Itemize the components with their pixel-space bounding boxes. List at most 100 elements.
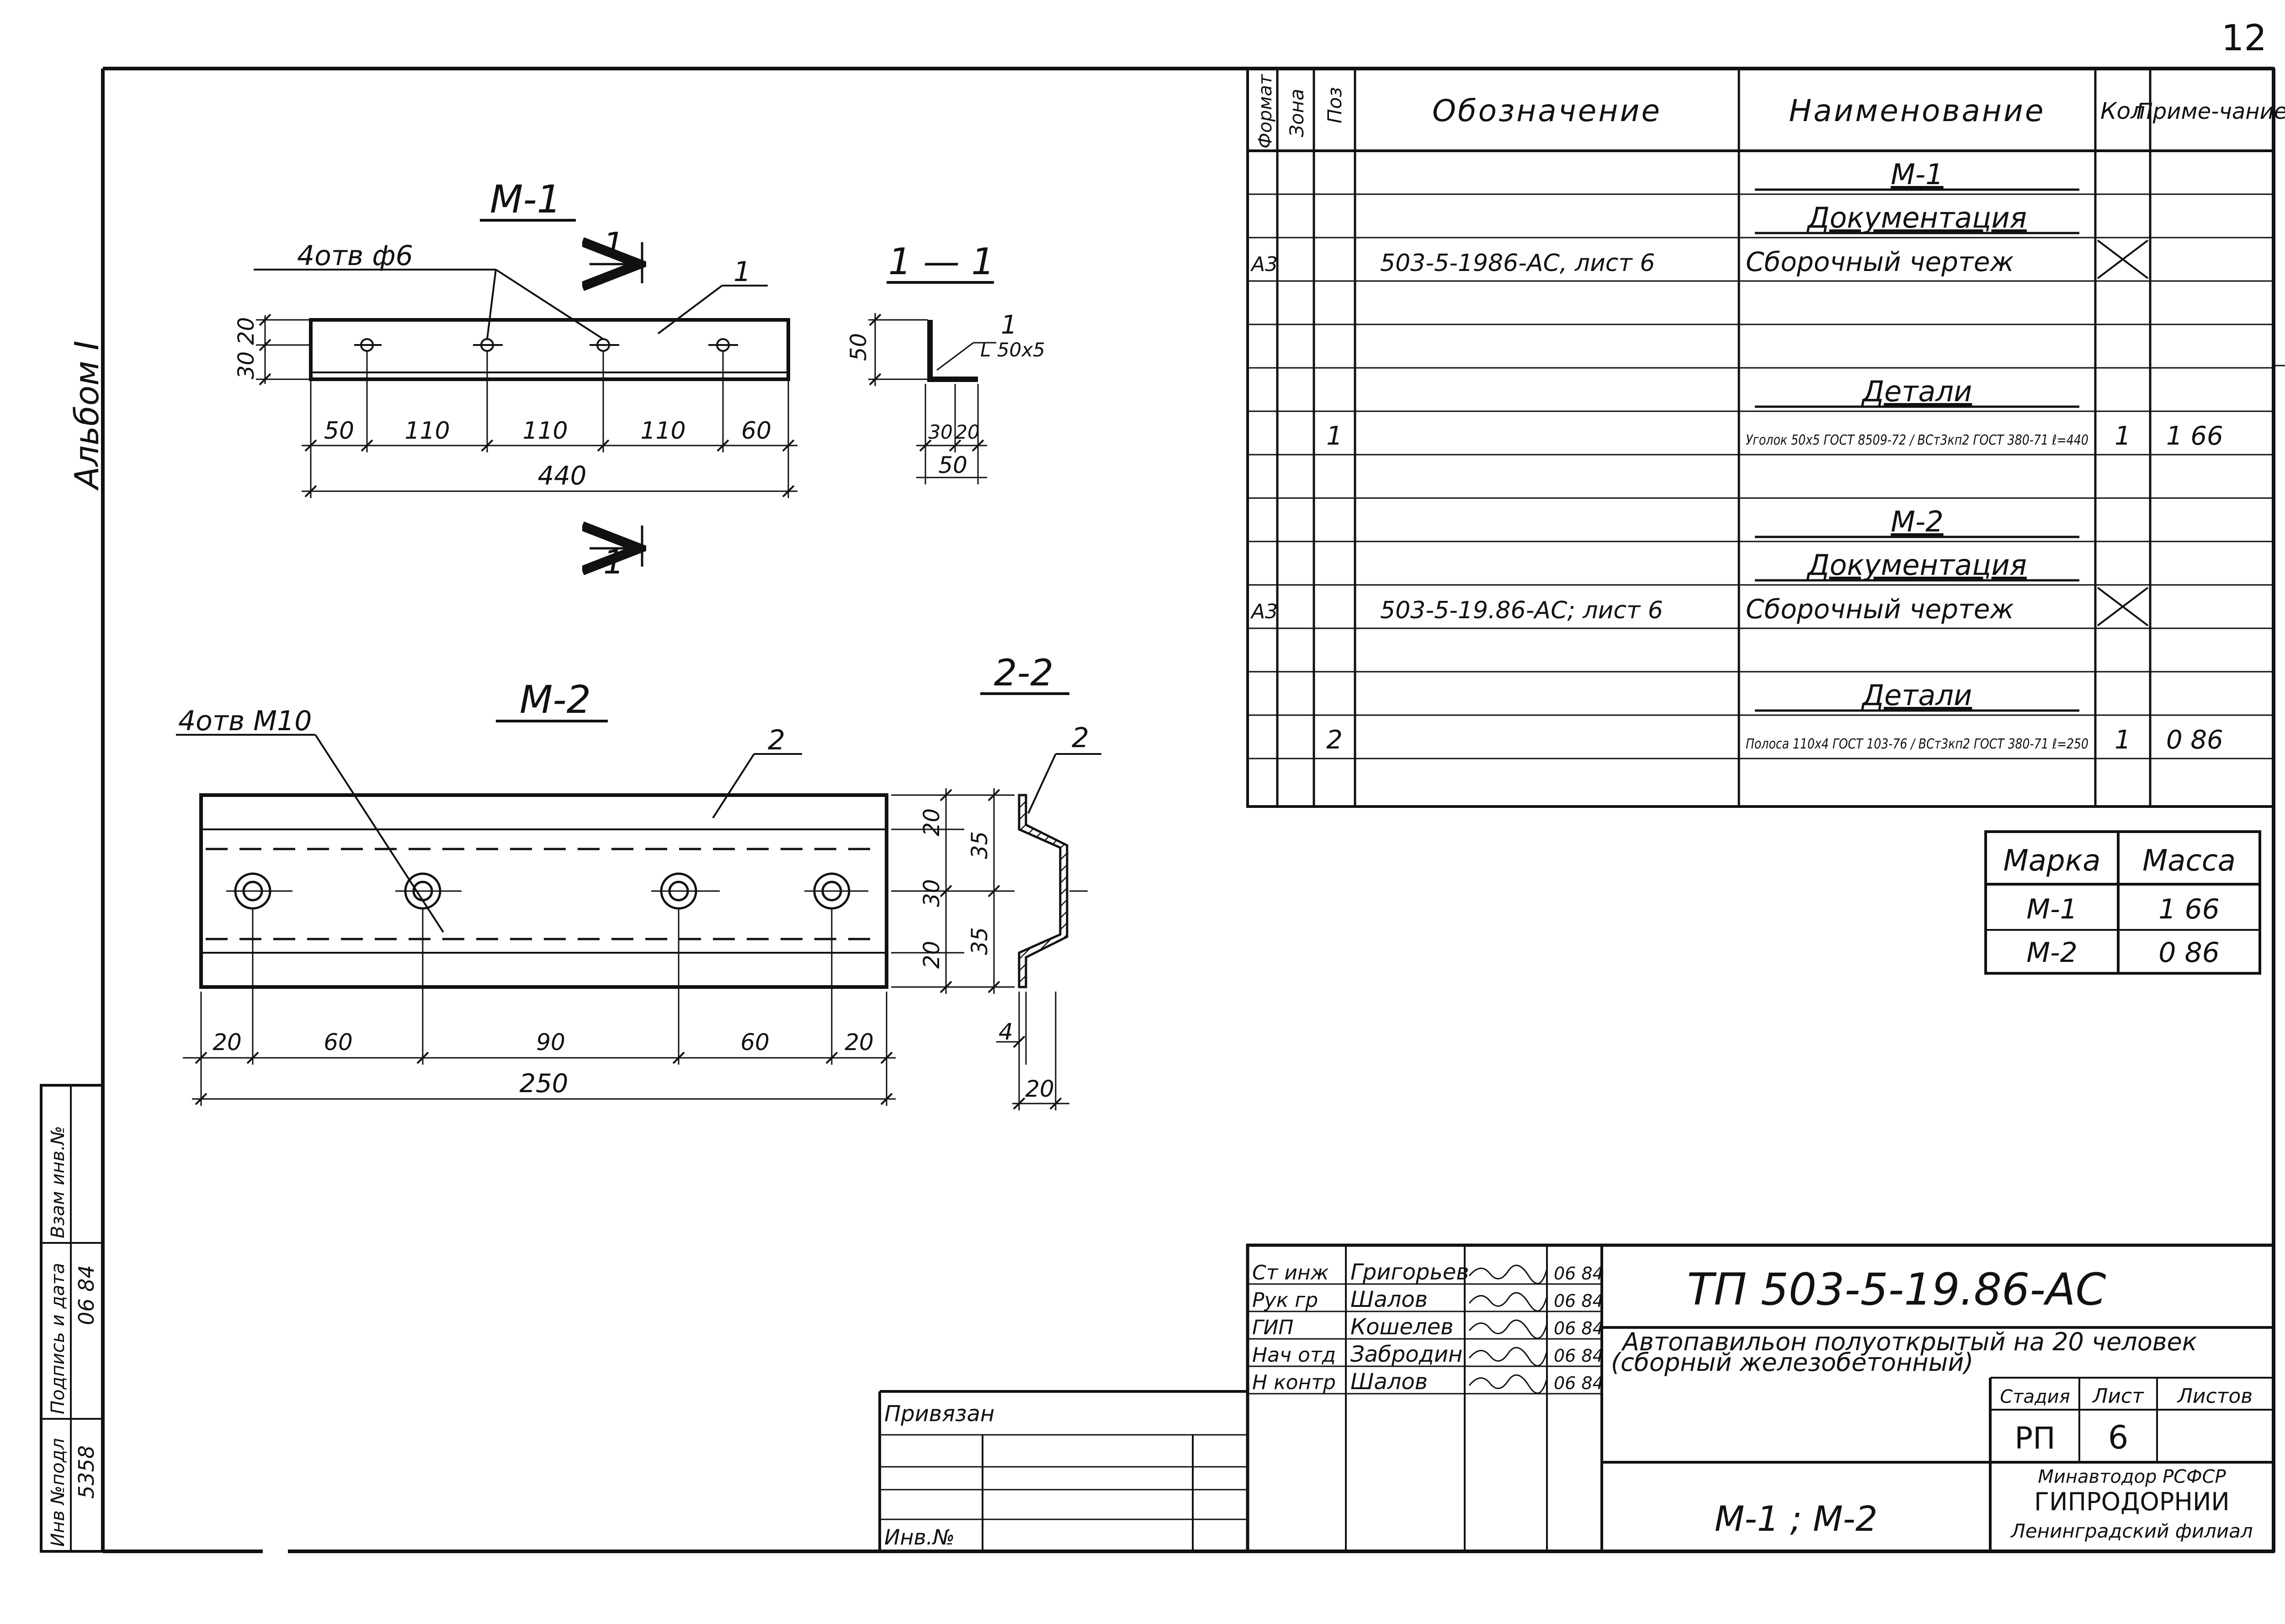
- section1-dim-20: 20: [955, 421, 979, 443]
- mass-table: Марка Масса М-1 1 66 М-2 0 86: [1984, 830, 2261, 975]
- spec-row-qty-cross: [2097, 587, 2149, 626]
- spec-header-name: Наименование: [1789, 93, 2046, 128]
- m1-pos: 1: [733, 256, 751, 288]
- section1-pos: 1: [1001, 310, 1017, 340]
- title-org-2: ГИПРОДОРНИИ: [2034, 1487, 2230, 1516]
- spec-row-pos: 2: [1326, 725, 1343, 755]
- m2-height-35-top: 35: [967, 831, 993, 859]
- m2-hole-note: 4отв М10: [178, 705, 312, 737]
- stamp-replace-label: Взам инв.№: [48, 1126, 69, 1238]
- title-stage: РП: [2014, 1421, 2055, 1456]
- m2-pos: 2: [768, 724, 785, 756]
- m1-dim-1: 110: [404, 417, 450, 445]
- m1-cut-bottom: 1: [603, 543, 624, 581]
- title-inv-label: Инв.№: [884, 1525, 955, 1550]
- tb-name: Шалов: [1350, 1369, 1428, 1395]
- section1-title: 1 — 1: [888, 240, 995, 283]
- section2-thickness: 4: [999, 1019, 1013, 1045]
- signature-scribble: [1468, 1264, 1548, 1284]
- tb-date: 06 84: [1554, 1346, 1604, 1366]
- section2-title: 2-2: [994, 652, 1054, 694]
- mass-header-mass: Масса: [2142, 844, 2236, 878]
- m2-height-20-bottom: 20: [919, 941, 945, 969]
- m2-height-20-top: 20: [919, 808, 945, 836]
- spec-row-name: Сборочный чертеж: [1746, 594, 2014, 625]
- spec-row-name: Детали: [1861, 679, 1972, 712]
- title-org-1: Минавтодор РСФСР: [2038, 1466, 2226, 1487]
- drawing-section-1: 1 — 1 1 L 50x5 50 30 20 50: [846, 240, 1045, 484]
- signature-scribble: [1468, 1374, 1548, 1394]
- page-number: 12: [2221, 18, 2267, 59]
- mass-row-1-mark: М-2: [2026, 937, 2078, 969]
- spec-row-qty: 1: [2115, 725, 2131, 755]
- title-project: Автопавильон полуоткрытый на 20 человек: [1621, 1327, 2197, 1356]
- signature-scribble: [1468, 1347, 1548, 1367]
- tb-role: Нач отд: [1252, 1343, 1336, 1367]
- tb-role: Ст инж: [1252, 1261, 1329, 1284]
- m1-total: 440: [538, 461, 587, 491]
- stamp-sign-value: 06 84: [74, 1265, 99, 1325]
- section1-dim-30: 30: [928, 421, 952, 443]
- m1-cut-top: 1: [603, 225, 624, 264]
- spec-row-pos: 1: [1326, 421, 1343, 451]
- spec-row-note: 1 66: [2166, 421, 2223, 451]
- spec-header-qty: Кол: [2100, 98, 2145, 124]
- tb-name: Кошелев: [1350, 1314, 1453, 1340]
- m2-total: 250: [520, 1069, 569, 1099]
- m1-title: М-1: [490, 177, 561, 222]
- m2-height-30: 30: [919, 879, 945, 907]
- title-sheet-label: Лист: [2092, 1385, 2144, 1408]
- m2-dim-0: 20: [213, 1029, 242, 1056]
- stamp-inv-label: Инв №подл: [48, 1438, 69, 1547]
- spec-row-name: Уголок 50x5 ГОСТ 8509-72 / ВСт3кп2 ГОСТ …: [1746, 432, 2088, 448]
- m2-dim-2: 90: [536, 1029, 565, 1056]
- mass-row-1-mass: 0 86: [2158, 937, 2220, 969]
- tb-role: ГИП: [1252, 1316, 1294, 1339]
- m1-dim-3: 110: [640, 417, 686, 445]
- stamp-sign-label: Подпись и дата: [48, 1263, 69, 1414]
- title-bound-label: Привязан: [884, 1401, 994, 1427]
- title-sheet-name: М-1 ; М-2: [1715, 1498, 1878, 1539]
- section2-width: 20: [1025, 1076, 1054, 1102]
- tb-role: Н контр: [1252, 1371, 1336, 1394]
- m1-dim-4: 60: [741, 417, 771, 445]
- spec-header-format: Формат: [1255, 74, 1276, 149]
- spec-row-name: М-2: [1891, 505, 1943, 538]
- section1-profile: L 50x5: [980, 339, 1045, 361]
- m2-dim-4: 20: [845, 1029, 874, 1056]
- tb-name: Шалов: [1350, 1287, 1428, 1312]
- signature-scribble: [1468, 1292, 1548, 1312]
- m1-dim-2: 110: [522, 417, 568, 445]
- left-stamp: Взам инв.№ Подпись и дата 06 84 Инв №под…: [40, 1084, 104, 1553]
- spec-row-name: Полоса 110x4 ГОСТ 103-76 / ВСт3кп2 ГОСТ …: [1746, 736, 2088, 752]
- spec-row-name: М-1: [1891, 158, 1943, 191]
- m1-height-20: 20: [234, 317, 259, 345]
- title-code: ТП 503-5-19.86-АС: [1687, 1264, 2106, 1315]
- spec-row-designation: 503-5-1986-АС, лист 6: [1380, 249, 1655, 277]
- tb-date: 06 84: [1554, 1318, 1604, 1338]
- tb-date: 06 84: [1554, 1291, 1604, 1311]
- spec-table: Формат Зона Поз Обозначение Наименование…: [1246, 67, 2285, 808]
- title-project-sub: (сборный железобетонный): [1611, 1348, 1973, 1377]
- spec-row-format: А3: [1250, 253, 1278, 276]
- spec-row-qty-cross: [2097, 239, 2149, 279]
- signature-scribble: [1468, 1319, 1548, 1339]
- m2-height-35-bottom: 35: [967, 927, 993, 955]
- m2-holes: [226, 872, 868, 910]
- mass-row-0-mark: М-1: [2026, 893, 2078, 925]
- mass-row-0-mass: 1 66: [2158, 893, 2220, 925]
- spec-row-name: Документация: [1806, 548, 2027, 582]
- spec-row-designation: 503-5-19.86-АС; лист 6: [1380, 597, 1663, 624]
- stamp-inv-value: 5358: [74, 1445, 99, 1499]
- m1-dim-0: 50: [324, 417, 354, 445]
- drawing-section-2: 2-2 2 4 20: [980, 652, 1101, 1110]
- m2-dim-3: 60: [740, 1029, 770, 1056]
- spec-row-format: А3: [1250, 600, 1278, 623]
- spec-row-name: Сборочный чертеж: [1746, 246, 2014, 277]
- title-org-3: Ленинградский филиал: [2010, 1520, 2253, 1542]
- m1-holes: [354, 338, 738, 352]
- section2-pos: 2: [1072, 722, 1089, 754]
